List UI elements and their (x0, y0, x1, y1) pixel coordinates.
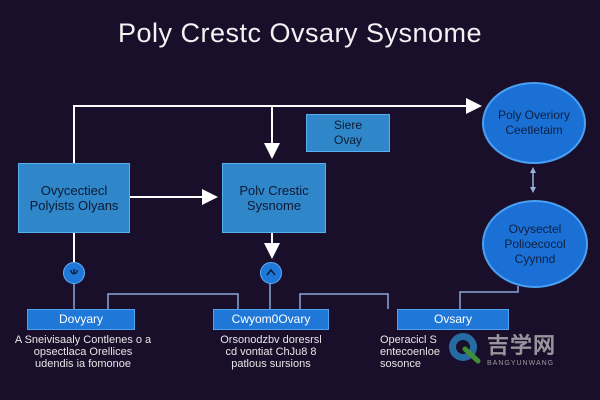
note-center: Orsonodzbv doresrsl cd vontiat ChJu8 8 p… (220, 334, 322, 370)
diagram-title: Poly Crestc Ovsary Sysnome (117, 18, 483, 48)
person-icon (63, 262, 85, 284)
watermark-cn: 吉学网 (486, 333, 556, 358)
note-right: Operacicl S entecoenloe sosonce (380, 334, 440, 370)
lower-connector-right (459, 286, 519, 309)
pill-center[interactable]: Cwyom0Ovary (213, 309, 329, 330)
lower-connector-center (299, 293, 389, 309)
watermark-en: BANGYUNWANG (486, 360, 555, 367)
logo-icon (448, 332, 481, 363)
left-system-box[interactable]: Ovycectiecl Polyists Olyans (18, 163, 130, 233)
note-left: A Sneivisaaly Contlenes o a opsectlaca O… (14, 334, 152, 370)
small-label-box[interactable]: Siere Ovay (306, 114, 390, 152)
bottom-ellipse-node[interactable]: Ovysectel Polioecocol Cyynnd (482, 200, 588, 288)
lower-connector-left (107, 293, 239, 309)
top-flow-line (73, 98, 482, 163)
swap-arrows-icon (530, 167, 536, 193)
center-system-box[interactable]: Polv Crestic Sysnome (222, 163, 326, 233)
pill-right[interactable]: Ovsary (397, 309, 509, 330)
top-ellipse-node[interactable]: Poly Overiory Ceetletaim (482, 82, 586, 164)
watermark: 吉学网 BANGYUNWANG (445, 328, 556, 367)
person-icon (260, 262, 282, 284)
pill-left[interactable]: Dovyary (27, 309, 135, 330)
